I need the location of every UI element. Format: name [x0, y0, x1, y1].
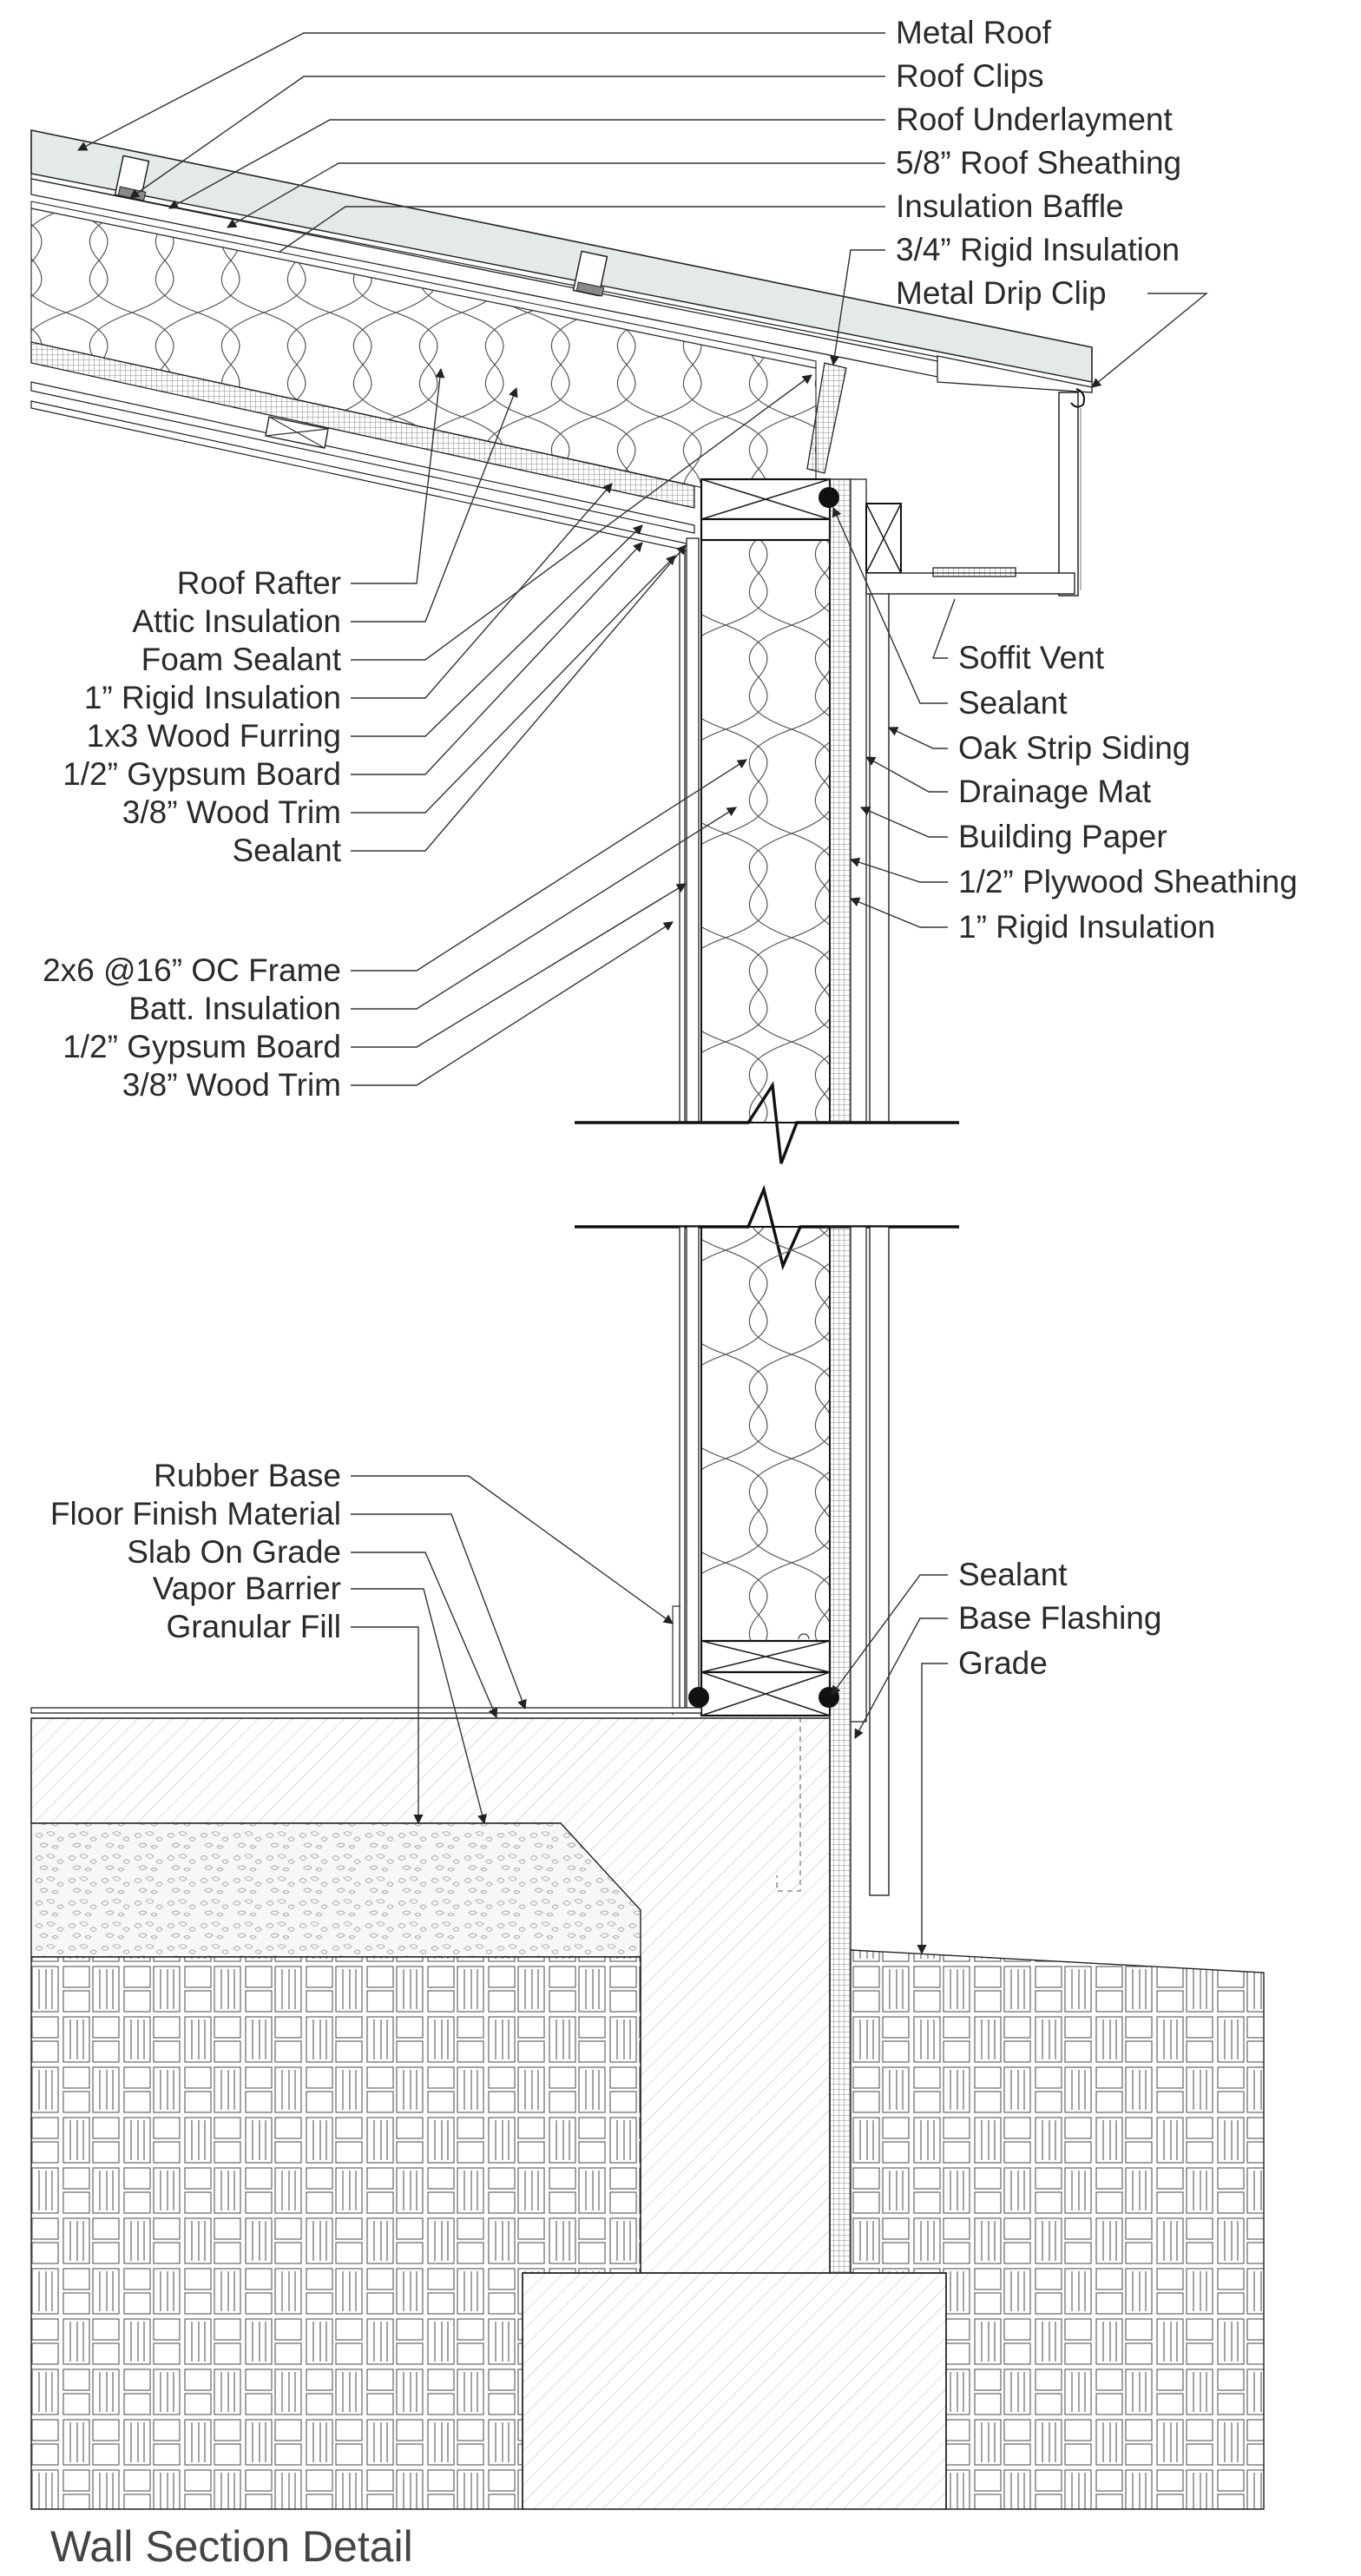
footing: [522, 2272, 947, 2510]
label-slab-on-grade: Slab On Grade: [127, 1534, 341, 1570]
ceiling-gypsum-board: [30, 381, 695, 534]
label-gypsum-board-ceiling: 1/2” Gypsum Board: [62, 756, 341, 792]
label-wood-furring: 1x3 Wood Furring: [87, 718, 341, 754]
wall-sheathing-rigid: [829, 478, 851, 1123]
eave-rigid-insulation: [806, 362, 847, 474]
floor-left-labels: Rubber Base Floor Finish Material Slab O…: [50, 1458, 341, 1644]
diagram-title: Wall Section Detail: [50, 2522, 413, 2571]
wall-left-labels: 2x6 @16” OC Frame Batt. Insulation 1/2” …: [43, 952, 341, 1103]
label-rigid-insulation-3-4: 3/4” Rigid Insulation: [896, 232, 1180, 267]
ceiling-rigid-insulation: [30, 341, 695, 509]
furring-block: [265, 416, 329, 449]
lower-wall-trim: [679, 1226, 686, 1714]
lower-rigid-insulation: [829, 1226, 851, 2274]
label-base-flashing: Base Flashing: [958, 1600, 1161, 1636]
base-right-labels: Sealant Base Flashing Grade: [958, 1557, 1161, 1681]
rubber-base-profile: [672, 1605, 680, 1715]
lower-wall-gypsum: [686, 1226, 700, 1714]
label-gypsum-board-wall: 1/2” Gypsum Board: [62, 1029, 341, 1064]
soffit-nailer: [865, 503, 902, 574]
label-oak-strip-siding: Oak Strip Siding: [958, 730, 1190, 766]
label-metal-drip-clip: Metal Drip Clip: [896, 275, 1107, 311]
label-soffit-vent: Soffit Vent: [958, 640, 1105, 675]
lower-oak-siding: [869, 1226, 890, 1896]
label-metal-roof: Metal Roof: [896, 15, 1052, 50]
label-sealant-top: Sealant: [958, 685, 1068, 721]
wall-trim: [679, 550, 686, 1123]
label-insulation-baffle: Insulation Baffle: [896, 188, 1124, 224]
fascia-drip: [937, 355, 1093, 596]
wall-gypsum: [686, 537, 700, 1123]
roof-clip-2: [572, 250, 608, 297]
label-wood-trim-wall: 3/8” Wood Trim: [122, 1067, 341, 1103]
label-roof-clips: Roof Clips: [896, 58, 1044, 94]
label-building-paper: Building Paper: [958, 819, 1167, 854]
wall-upper: [575, 478, 1075, 1164]
exterior-sealant-bead: [819, 1687, 839, 1708]
label-plywood-sheathing: 1/2” Plywood Sheathing: [958, 864, 1298, 899]
label-attic-insulation: Attic Insulation: [132, 603, 341, 639]
label-drainage-mat: Drainage Mat: [958, 774, 1152, 809]
bottom-plate: [700, 1639, 832, 1717]
roof-top-labels: Metal Roof Roof Clips Roof Underlayment …: [896, 15, 1181, 311]
label-roof-underlayment: Roof Underlayment: [896, 102, 1173, 137]
label-floor-finish: Floor Finish Material: [50, 1496, 341, 1532]
label-wood-trim-ceiling: 3/8” Wood Trim: [122, 794, 341, 830]
lower-batt-insulation: [700, 1226, 831, 1642]
floor-finish: [30, 1707, 702, 1714]
label-rigid-insulation-wall: 1” Rigid Insulation: [958, 909, 1215, 945]
granular-fill: [30, 1822, 641, 1958]
interior-sealant-bead: [688, 1687, 709, 1708]
wall-oak-siding: [869, 568, 890, 1123]
foundation: [30, 1707, 1265, 2510]
lower-building-paper: [850, 1226, 867, 1723]
label-rigid-insulation-1: 1” Rigid Insulation: [84, 680, 341, 715]
top-plate: [700, 478, 832, 542]
label-roof-sheathing: 5/8” Roof Sheathing: [896, 145, 1181, 181]
label-foam-sealant: Foam Sealant: [141, 642, 342, 677]
wall-batt-insulation: [700, 539, 831, 1123]
eave-left-labels: Roof Rafter Attic Insulation Foam Sealan…: [62, 565, 342, 868]
top-sealant-bead: [819, 487, 839, 508]
label-roof-rafter: Roof Rafter: [177, 565, 341, 601]
label-rubber-base: Rubber Base: [154, 1458, 341, 1493]
break-line-upper: [575, 1081, 959, 1164]
label-vapor-barrier: Vapor Barrier: [153, 1571, 341, 1606]
label-sealant-ceiling: Sealant: [233, 833, 342, 868]
anchor-bolt-head: [798, 1633, 810, 1640]
soffit-vent: [932, 567, 1016, 577]
label-grade: Grade: [958, 1645, 1048, 1681]
label-2x6-frame: 2x6 @16” OC Frame: [43, 952, 341, 988]
wall-right-labels: Soffit Vent Sealant Oak Strip Siding Dra…: [958, 640, 1298, 945]
label-granular-fill: Granular Fill: [167, 1609, 342, 1644]
label-sealant-base: Sealant: [958, 1557, 1068, 1592]
roof-assembly: [30, 129, 1093, 596]
leader-lines: [77, 32, 1208, 1955]
label-batt-insulation: Batt. Insulation: [128, 991, 341, 1026]
